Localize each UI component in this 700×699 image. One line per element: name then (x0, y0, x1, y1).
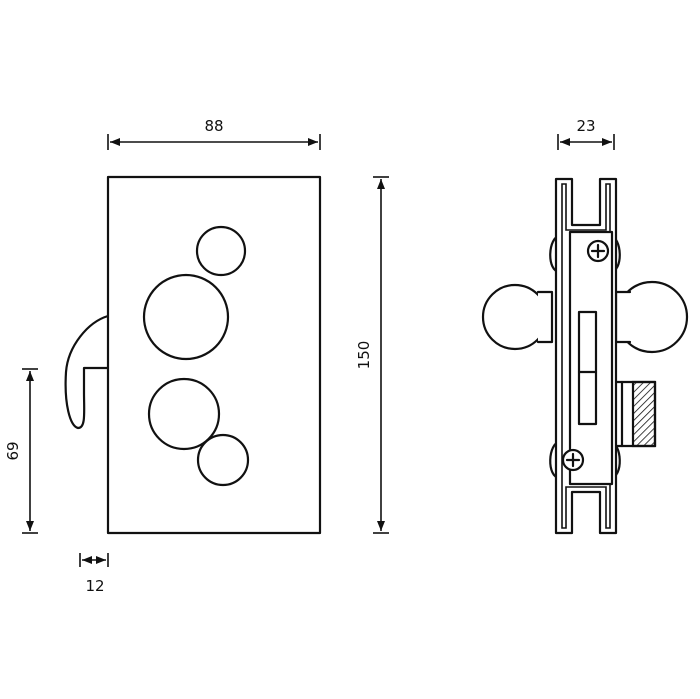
lower-small-hole (196, 433, 250, 487)
right-knob (614, 280, 689, 354)
left-knob (481, 283, 554, 351)
side-channel-inner (561, 183, 611, 529)
offset-dimension: 12 (79, 553, 109, 595)
offset-dimension-label: 12 (85, 577, 104, 595)
thumb-turn-knurl (631, 380, 657, 448)
side-view: 23 (481, 117, 689, 535)
upper-screw (586, 239, 610, 263)
lower-screw (561, 448, 585, 472)
lower-height-dimension: 69 (4, 368, 38, 534)
depth-dimension: 23 (557, 117, 615, 150)
depth-dimension-label: 23 (576, 117, 595, 135)
lower-large-hole (147, 377, 221, 451)
front-view: 88 150 69 12 (4, 117, 389, 595)
width-dimension-label: 88 (204, 117, 223, 135)
height-dimension-label: 150 (355, 341, 373, 370)
latch-slot (577, 310, 598, 426)
width-dimension: 88 (107, 117, 321, 150)
hook-bolt (64, 314, 110, 430)
height-dimension: 150 (355, 176, 389, 534)
upper-large-hole (142, 273, 230, 361)
upper-small-hole (195, 225, 247, 277)
lower-height-dimension-label: 69 (4, 441, 22, 460)
